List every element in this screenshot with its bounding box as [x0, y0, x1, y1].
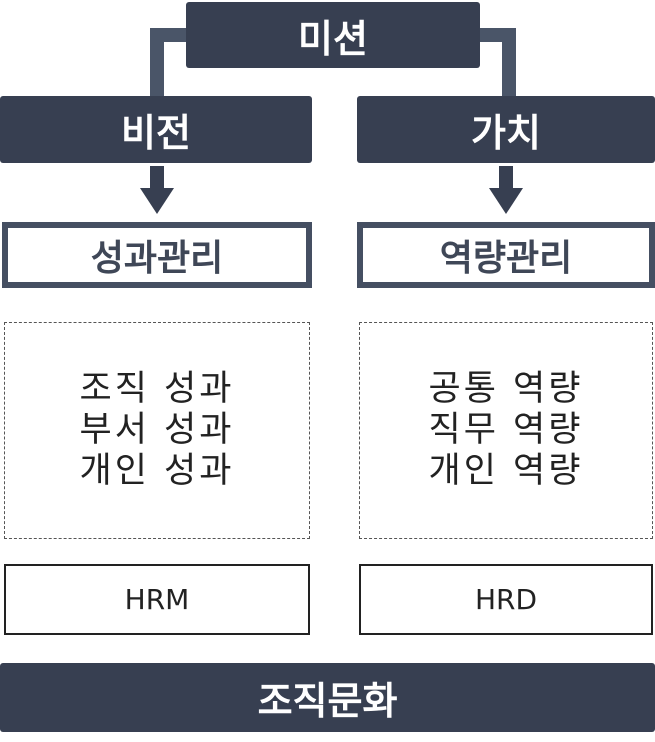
performance-item: 부서 성과 — [79, 410, 235, 450]
performance-management-box: 성과관리 — [2, 222, 312, 288]
performance-management-label: 성과관리 — [90, 238, 224, 279]
performance-item: 조직 성과 — [79, 369, 235, 409]
hrm-label: HRM — [124, 583, 190, 616]
hrm-box: HRM — [4, 564, 310, 635]
hrd-box: HRD — [359, 564, 653, 635]
arrow-down-icon — [140, 166, 174, 214]
values-box: 가치 — [357, 96, 655, 163]
arrow-down-icon — [489, 166, 523, 214]
performance-item: 개인 성과 — [79, 451, 235, 491]
values-label: 가치 — [471, 111, 541, 155]
competency-item: 공통 역량 — [428, 369, 584, 409]
competency-management-label: 역량관리 — [439, 238, 573, 279]
vision-label: 비전 — [121, 111, 191, 155]
vision-box: 비전 — [0, 96, 312, 163]
competency-management-box: 역량관리 — [357, 222, 655, 288]
org-culture-box: 조직문화 — [0, 663, 655, 732]
connector-mission-values-vertical — [502, 28, 516, 98]
connector-mission-vision-vertical — [150, 28, 164, 98]
mission-label: 미션 — [298, 16, 368, 61]
org-culture-label: 조직문화 — [257, 679, 398, 723]
mission-box: 미션 — [186, 2, 480, 68]
competency-items-box: 공통 역량 직무 역량 개인 역량 — [359, 322, 653, 539]
competency-item: 직무 역량 — [428, 410, 584, 450]
competency-item: 개인 역량 — [428, 451, 584, 491]
hrd-label: HRD — [474, 583, 538, 616]
performance-items-box: 조직 성과 부서 성과 개인 성과 — [4, 322, 310, 539]
